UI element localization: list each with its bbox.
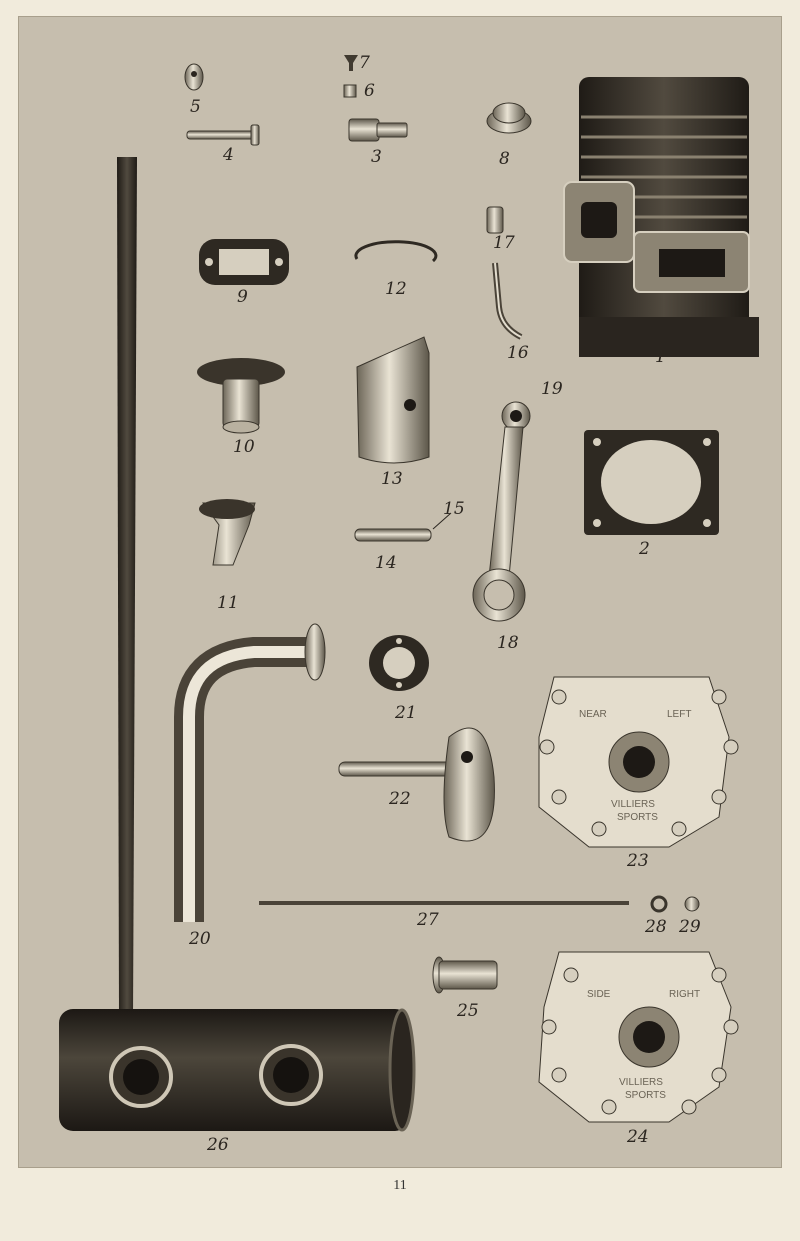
part-20-exhaust-bend [174, 623, 326, 922]
part-28-washer [650, 895, 668, 913]
part-14-gudgeon-pin [354, 528, 432, 542]
parts-illustration: NEAR LEFT VILLIERS SPORTS SIDE RIGHT VIL… [59, 55, 759, 1132]
label-part-21: 21 [395, 703, 417, 723]
label-part-23: 23 [627, 851, 649, 871]
label-part-14: 14 [375, 553, 397, 573]
part-29-nut [684, 896, 700, 912]
label-part-19: 19 [541, 379, 563, 399]
label-part-18: 18 [497, 633, 519, 653]
part-4-pin [186, 124, 260, 146]
cover-23-brand-text: VILLIERS [611, 799, 655, 810]
label-part-5: 5 [190, 97, 201, 117]
label-part-11: 11 [217, 593, 239, 613]
part-18-connecting-rod [472, 401, 531, 622]
cover-23-sub-text: SPORTS [617, 812, 658, 823]
part-8-cap [486, 102, 532, 134]
part-23-crankcase-cover: NEAR LEFT VILLIERS SPORTS [538, 676, 739, 848]
part-16-pipe [492, 262, 523, 340]
part-22-crankshaft [338, 727, 495, 842]
label-part-7: 7 [359, 53, 370, 73]
label-part-26: 26 [207, 1135, 229, 1155]
label-part-29: 29 [679, 917, 701, 937]
label-part-6: 6 [364, 81, 375, 101]
part-15-pointer [432, 512, 452, 530]
label-part-16: 16 [507, 343, 529, 363]
parts-plate: NEAR LEFT VILLIERS SPORTS SIDE RIGHT VIL… [18, 16, 782, 1168]
part-12-piston-ring [354, 240, 438, 263]
label-part-12: 12 [385, 279, 407, 299]
part-13-piston [356, 336, 430, 464]
part-24-crankcase-cover: SIDE RIGHT VILLIERS SPORTS [538, 951, 739, 1123]
cover-23-left-text: LEFT [667, 709, 691, 720]
label-part-27: 27 [417, 910, 439, 930]
label-part-10: 10 [233, 437, 255, 457]
part-2-base-gasket [584, 430, 719, 535]
part-7-screw [344, 55, 358, 71]
part-3-union [348, 118, 408, 142]
label-part-2: 2 [639, 539, 650, 559]
part-27-rod [259, 901, 629, 905]
cover-24-sub-text: SPORTS [625, 1090, 666, 1101]
label-part-15: 15 [443, 499, 465, 519]
part-11-elbow [199, 499, 256, 566]
page-number: 11 [393, 1178, 407, 1193]
label-part-1: 1 [655, 347, 666, 367]
label-part-3: 3 [371, 147, 382, 167]
label-part-9: 9 [237, 287, 248, 307]
part-17-adaptor [486, 206, 504, 234]
label-part-13: 13 [381, 469, 403, 489]
cover-24-right-text: RIGHT [669, 989, 700, 1000]
part-1-cylinder [563, 77, 759, 357]
cover-23-near-text: NEAR [579, 709, 607, 720]
label-part-24: 24 [627, 1127, 649, 1147]
label-part-17: 17 [493, 233, 515, 253]
label-part-25: 25 [457, 1001, 479, 1021]
cover-24-side-text: SIDE [587, 989, 611, 1000]
part-25-bush [432, 956, 498, 994]
label-part-4: 4 [223, 145, 234, 165]
part-26-exhaust-pipe [59, 157, 416, 1132]
part-10-inlet [197, 358, 285, 434]
cover-24-brand-text: VILLIERS [619, 1077, 663, 1088]
label-part-28: 28 [645, 917, 667, 937]
part-5-washer [184, 63, 204, 91]
part-21-flange-gasket [369, 635, 429, 691]
label-part-20: 20 [189, 929, 211, 949]
label-part-22: 22 [389, 789, 411, 809]
label-part-8: 8 [499, 149, 510, 169]
part-9-gasket [199, 239, 289, 285]
part-6-nut [343, 84, 357, 98]
